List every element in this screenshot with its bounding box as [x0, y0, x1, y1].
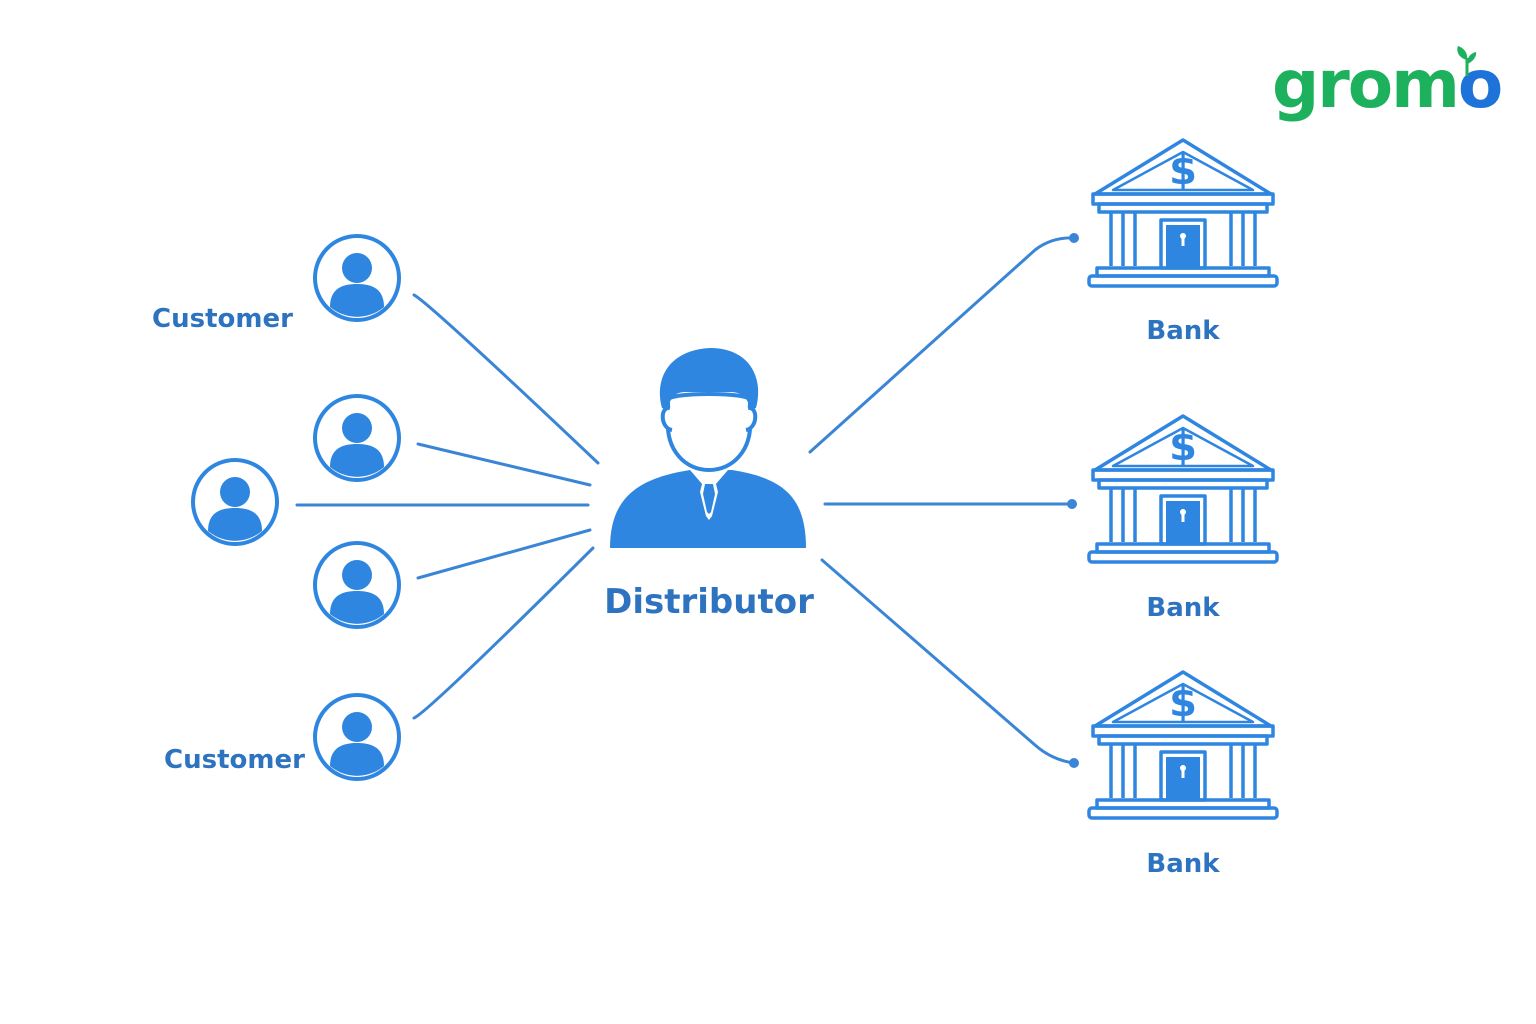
- connector-customer-2: [416, 442, 592, 487]
- user-circle-icon: [191, 458, 279, 546]
- bank-dollar-icon: [1087, 670, 1279, 820]
- distributor-label: Distributor: [604, 582, 814, 622]
- businessman-icon: [610, 348, 806, 548]
- bank-label-1: Bank: [1146, 316, 1220, 346]
- logo-text-green: grom: [1272, 46, 1460, 123]
- connector-dot-bank-3: [1069, 758, 1079, 768]
- customer-label-bottom: Customer: [164, 745, 305, 775]
- connector-dot-bank-2: [1067, 499, 1077, 509]
- connector-customer-5: [412, 546, 595, 720]
- user-circle-icon: [313, 234, 401, 322]
- connector-bank-1: [808, 236, 1076, 454]
- user-circle-icon: [313, 541, 401, 629]
- connector-dot-bank-1: [1069, 233, 1079, 243]
- user-circle-icon: [313, 394, 401, 482]
- connector-bank-3: [820, 558, 1076, 765]
- customer-label-top: Customer: [152, 304, 293, 334]
- gromo-logo: gromo: [1272, 52, 1503, 118]
- bank-label-3: Bank: [1146, 849, 1220, 879]
- user-circle-icon: [313, 693, 401, 781]
- bank-dollar-icon: [1087, 138, 1279, 288]
- connector-customer-1: [412, 293, 600, 465]
- logo-text-blue: o: [1457, 46, 1503, 123]
- sprout-icon: [1457, 46, 1477, 76]
- bank-dollar-icon: [1087, 414, 1279, 564]
- bank-label-2: Bank: [1146, 593, 1220, 623]
- connector-customer-4: [416, 528, 592, 580]
